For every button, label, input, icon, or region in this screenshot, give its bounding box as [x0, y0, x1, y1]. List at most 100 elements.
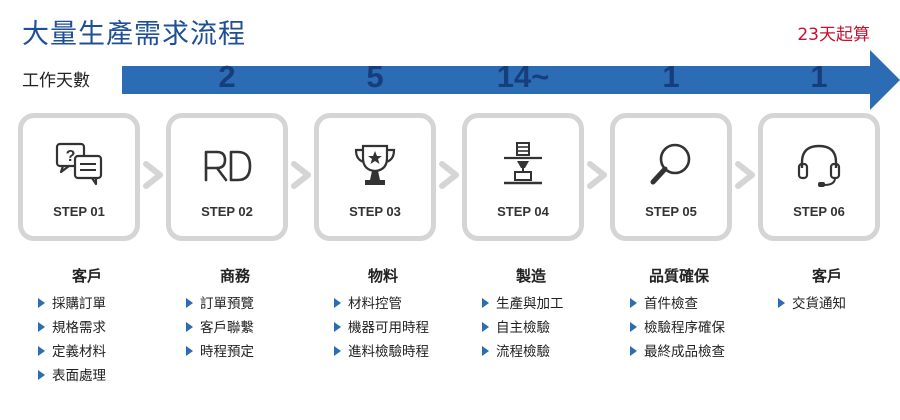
list-item-label: 材料控管	[348, 296, 402, 312]
triangle-bullet-icon	[630, 322, 637, 332]
step-label: STEP 05	[645, 204, 697, 219]
list-item: 進料檢驗時程	[334, 340, 446, 364]
step-detail-03: 物料材料控管機器可用時程進料檢驗時程	[320, 265, 446, 364]
triangle-bullet-icon	[38, 322, 45, 332]
list-item: 檢驗程序確保	[630, 316, 742, 340]
triangle-bullet-icon	[334, 322, 341, 332]
headset-icon	[794, 140, 844, 190]
trophy-icon	[350, 140, 400, 190]
step-heading: 製造	[515, 267, 546, 285]
triangle-bullet-icon	[482, 322, 489, 332]
list-item: 時程預定	[186, 340, 298, 364]
step-heading: 品質確保	[648, 267, 709, 285]
day-count-5: 1	[662, 59, 680, 94]
list-item: 定義材料	[38, 340, 150, 364]
triangle-bullet-icon	[334, 346, 341, 356]
step-heading: 物料	[367, 267, 398, 285]
triangle-bullet-icon	[186, 322, 193, 332]
step-label: STEP 02	[201, 204, 253, 219]
timeline-arrow	[122, 50, 900, 110]
step-task-list: 採購訂單規格需求定義材料表面處理	[24, 292, 150, 388]
svg-text:?: ?	[66, 148, 76, 165]
triangle-bullet-icon	[778, 298, 785, 308]
days-label: 工作天數	[22, 71, 90, 91]
triangle-bullet-icon	[186, 298, 193, 308]
day-count-6: 1	[810, 59, 828, 94]
list-item: 生產與加工	[482, 292, 594, 316]
step-detail-06: 客戶交貨通知	[764, 265, 890, 316]
list-item-label: 時程預定	[200, 344, 254, 360]
list-item-label: 表面處理	[52, 368, 106, 384]
day-count-2: 2	[218, 59, 236, 94]
total-days-label: 23天起算	[797, 25, 870, 45]
triangle-bullet-icon	[334, 298, 341, 308]
list-item: 流程檢驗	[482, 340, 594, 364]
list-item-label: 最終成品檢查	[644, 344, 725, 360]
list-item: 機器可用時程	[334, 316, 446, 340]
day-count-3: 5	[366, 59, 384, 94]
list-item-label: 進料檢驗時程	[348, 344, 429, 360]
step-box-05: STEP 05	[610, 113, 732, 241]
chevron-right-icon	[734, 160, 758, 194]
magnifier-icon	[646, 140, 696, 190]
step-task-list: 首件檢查檢驗程序確保最終成品檢查	[616, 292, 742, 364]
triangle-bullet-icon	[186, 346, 193, 356]
list-item-label: 首件檢查	[644, 296, 698, 312]
triangle-bullet-icon	[482, 298, 489, 308]
step-task-list: 生產與加工自主檢驗流程檢驗	[468, 292, 594, 364]
list-item-label: 機器可用時程	[348, 320, 429, 336]
triangle-bullet-icon	[38, 298, 45, 308]
question-chat-icon: ?	[54, 140, 104, 190]
chevron-right-icon	[142, 160, 166, 194]
step-detail-01: 客戶採購訂單規格需求定義材料表面處理	[24, 265, 150, 388]
step-task-list: 材料控管機器可用時程進料檢驗時程	[320, 292, 446, 364]
step-label: STEP 03	[349, 204, 401, 219]
list-item: 自主檢驗	[482, 316, 594, 340]
3d-printer-icon	[498, 140, 548, 190]
step-task-list: 交貨通知	[764, 292, 890, 316]
list-item-label: 規格需求	[52, 320, 106, 336]
list-item-label: 檢驗程序確保	[644, 320, 725, 336]
chevron-right-icon	[438, 160, 462, 194]
step-detail-05: 品質確保首件檢查檢驗程序確保最終成品檢查	[616, 265, 742, 364]
step-label: STEP 06	[793, 204, 845, 219]
step-detail-02: 商務訂單預覽客戶聯繫時程預定	[172, 265, 298, 364]
list-item: 採購訂單	[38, 292, 150, 316]
list-item-label: 交貨通知	[792, 296, 846, 312]
list-item: 首件檢查	[630, 292, 742, 316]
triangle-bullet-icon	[630, 298, 637, 308]
list-item: 最終成品檢查	[630, 340, 742, 364]
step-box-04: STEP 04	[462, 113, 584, 241]
rd-logo-icon	[202, 140, 252, 190]
list-item-label: 客戶聯繫	[200, 320, 254, 336]
chevron-right-icon	[586, 160, 610, 194]
day-count-4: 14~	[496, 59, 550, 94]
step-box-02: STEP 02	[166, 113, 288, 241]
step-heading: 客戶	[71, 267, 102, 285]
triangle-bullet-icon	[482, 346, 489, 356]
list-item-label: 採購訂單	[52, 296, 106, 312]
list-item-label: 生產與加工	[496, 296, 564, 312]
list-item: 表面處理	[38, 364, 150, 388]
timeline-arrow-shape	[122, 50, 900, 110]
step-label: STEP 01	[53, 204, 105, 219]
step-heading: 客戶	[811, 267, 842, 285]
page-title: 大量生產需求流程	[22, 19, 246, 50]
triangle-bullet-icon	[38, 346, 45, 356]
step-label: STEP 04	[497, 204, 549, 219]
triangle-bullet-icon	[38, 370, 45, 380]
list-item: 規格需求	[38, 316, 150, 340]
step-detail-04: 製造生產與加工自主檢驗流程檢驗	[468, 265, 594, 364]
list-item-label: 自主檢驗	[496, 320, 550, 336]
list-item: 客戶聯繫	[186, 316, 298, 340]
list-item-label: 流程檢驗	[496, 344, 550, 360]
step-box-03: STEP 03	[314, 113, 436, 241]
chevron-right-icon	[290, 160, 314, 194]
triangle-bullet-icon	[630, 346, 637, 356]
list-item: 交貨通知	[778, 292, 890, 316]
list-item: 材料控管	[334, 292, 446, 316]
step-box-06: STEP 06	[758, 113, 880, 241]
list-item-label: 訂單預覽	[200, 296, 254, 312]
list-item-label: 定義材料	[52, 344, 106, 360]
step-heading: 商務	[219, 267, 250, 285]
